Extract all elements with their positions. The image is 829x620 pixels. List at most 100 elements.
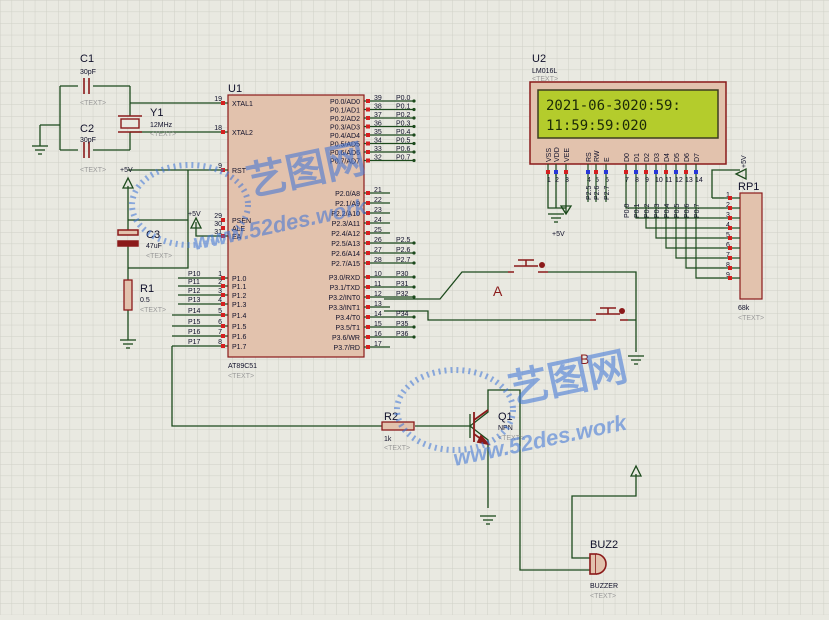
c1-ref: C1 — [80, 53, 94, 65]
u1-pin-name: P2.4/A12 — [331, 231, 360, 238]
pin-state-marker — [221, 334, 225, 338]
u1-net-label: P0.1 — [396, 104, 411, 111]
lcd-pin-number: 7 — [625, 177, 629, 184]
capacitor-c2[interactable] — [83, 142, 90, 158]
pin-state-marker — [366, 285, 370, 289]
u1-net-label: P2.6 — [396, 247, 411, 254]
capacitor-c3[interactable] — [117, 229, 139, 247]
u1-pin-number: 7 — [218, 329, 222, 336]
lcd-pin-name: D1 — [634, 153, 641, 162]
pin-state-marker — [366, 241, 370, 245]
mcu-u1-body[interactable] — [227, 94, 365, 358]
lcd-net-label: P0.2 — [644, 203, 651, 218]
u1-net-label: P0.4 — [396, 129, 411, 136]
rp1-pin-number: 5 — [726, 232, 730, 239]
pin-state-marker — [654, 170, 658, 174]
pin-state-marker — [366, 275, 370, 279]
pin-state-marker — [674, 170, 678, 174]
ground-icon — [120, 339, 136, 349]
lcd-pin-name: D5 — [674, 153, 681, 162]
pushbutton-a[interactable] — [508, 259, 548, 273]
lcd-net-label: P0.7 — [694, 203, 701, 218]
u1-pin-number: 34 — [374, 138, 382, 145]
u1-pin-number: 3 — [218, 288, 222, 295]
bus-wire — [635, 176, 724, 219]
lcd-net-label: P0.4 — [664, 203, 671, 218]
pin-state-marker — [366, 141, 370, 146]
u1-pin-name: XTAL2 — [232, 130, 253, 137]
buzzer-buz2[interactable] — [589, 553, 607, 575]
u1-pin-name: P3.0/RXD — [329, 275, 360, 282]
pin-state-marker — [221, 313, 225, 317]
c3-text: <TEXT> — [146, 253, 172, 260]
pin-state-marker — [634, 170, 638, 174]
u1-net-label: P0.6 — [396, 146, 411, 153]
u1-net-label: P35 — [396, 321, 409, 328]
q1-value: NPN — [498, 425, 513, 432]
u1-net-label: P11 — [188, 279, 200, 286]
u1-pin-number: 4 — [218, 297, 222, 304]
rp1-pin-number: 3 — [726, 212, 730, 219]
lcd-pin-name: D3 — [654, 153, 661, 162]
lcd-net-label: P0.3 — [654, 203, 661, 218]
u1-pin-name: P1.7 — [232, 344, 247, 351]
pin-state-marker — [728, 206, 732, 210]
pin-state-marker — [366, 325, 370, 329]
rp1-pin-number: 9 — [726, 272, 730, 279]
crystal-y1[interactable] — [118, 115, 142, 133]
u1-pin-number: 30 — [214, 221, 222, 228]
buz2-text: <TEXT> — [590, 593, 616, 600]
resistor-pack-rp1[interactable] — [739, 192, 763, 300]
wires — [39, 85, 740, 571]
u1-pin-name: P1.1 — [232, 284, 247, 291]
u1-pin-name: P1.6 — [232, 334, 247, 341]
u1-pin-name: P2.1/A9 — [335, 201, 360, 208]
pin-state-marker — [366, 191, 370, 195]
u1-pin-name: P2.7/A15 — [331, 261, 360, 268]
transistor-q1[interactable] — [473, 409, 491, 446]
u1-pin-name: P0.4/AD4 — [330, 133, 360, 140]
r1-ref: R1 — [140, 283, 154, 295]
c1-text: <TEXT> — [80, 100, 106, 107]
pin-state-marker — [366, 201, 370, 205]
rp1-pin-number: 8 — [726, 262, 730, 269]
net-junction — [412, 325, 416, 329]
net-junction — [412, 315, 416, 319]
u1-pin-number: 6 — [218, 319, 222, 326]
capacitor-c1[interactable] — [83, 78, 90, 94]
u1-net-label: P13 — [188, 297, 201, 304]
bus-wire — [685, 176, 724, 269]
pushbutton-b[interactable] — [590, 307, 628, 321]
lcd-screen — [537, 89, 719, 139]
resistor-r2[interactable] — [381, 421, 415, 431]
pin-state-marker — [624, 170, 628, 174]
u1-pin-name: P1.4 — [232, 313, 247, 320]
u1-pin-name: P1.0 — [232, 276, 247, 283]
y1-text: <TEXT> — [150, 131, 176, 138]
r1-value: 0.5 — [140, 297, 150, 304]
u1-pin-number: 17 — [374, 341, 382, 348]
u1-net-label: P36 — [396, 331, 409, 338]
pin-state-marker — [366, 345, 370, 349]
u1-pin-number: 26 — [374, 237, 382, 244]
u1-pin-number: 1 — [218, 271, 222, 278]
y1-ref: Y1 — [150, 107, 163, 119]
pin-state-marker — [366, 211, 370, 215]
u1-pin-number: 25 — [374, 227, 382, 234]
u1-pin-number: 24 — [374, 217, 382, 224]
u1-pin-number: 15 — [374, 321, 382, 328]
net-junction — [412, 116, 416, 120]
u1-pin-name: ALE — [232, 226, 246, 233]
pin-state-marker — [604, 170, 608, 174]
u1-pin-number: 22 — [374, 197, 382, 204]
net-junction — [412, 295, 416, 299]
lcd-vcc-label: +5V — [552, 231, 565, 238]
lcd-u2[interactable]: 2021-06-3020:59: 11:59:59:020 — [529, 81, 727, 165]
lcd-line-1: 2021-06-3020:59: — [546, 98, 681, 114]
pin-state-marker — [366, 116, 370, 120]
pin-state-marker — [366, 251, 370, 255]
net-junction — [412, 124, 416, 129]
u1-pin-number: 16 — [374, 331, 382, 338]
resistor-r1[interactable] — [123, 279, 133, 311]
